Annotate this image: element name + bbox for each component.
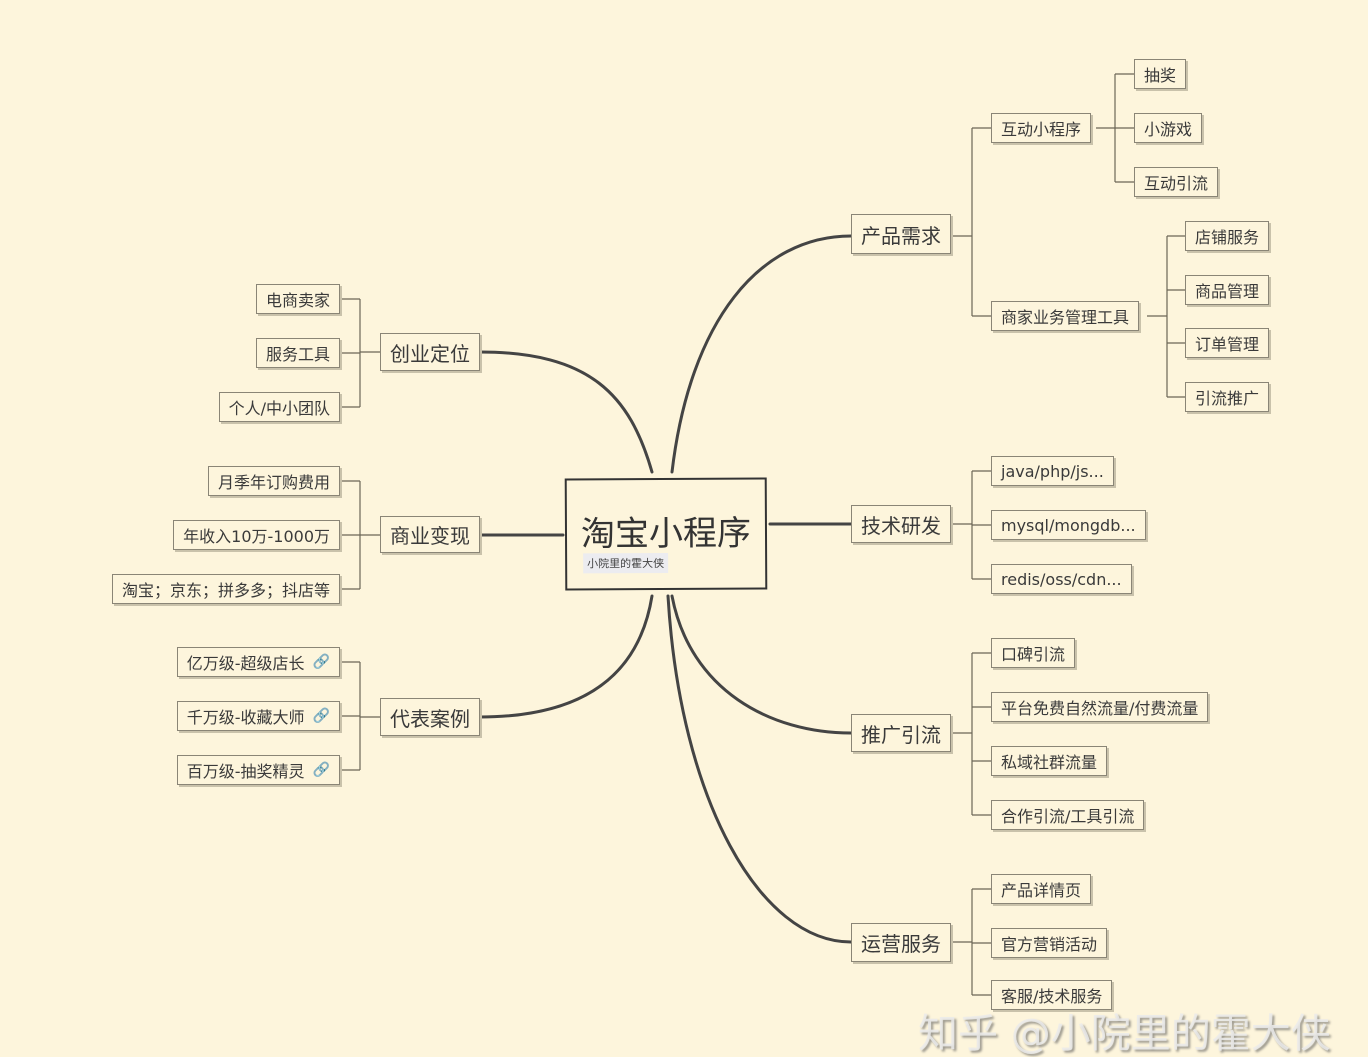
leaf-topic[interactable]: 官方营销活动 bbox=[991, 928, 1108, 958]
branch-product bbox=[670, 234, 853, 474]
leaf-topic[interactable]: 月季年订购费用 bbox=[207, 466, 340, 496]
leaf-topic[interactable]: java/php/js... bbox=[991, 456, 1114, 486]
branch-startup bbox=[478, 350, 654, 474]
topic-label: 商业变现 bbox=[390, 524, 470, 548]
branch-cases bbox=[478, 594, 654, 719]
leaf-label: 合作引流/工具引流 bbox=[1001, 807, 1135, 826]
leaf-label: 抽奖 bbox=[1144, 66, 1177, 85]
leaf-topic[interactable]: 商品管理 bbox=[1185, 275, 1270, 305]
leaf-topic-with-link[interactable]: 百万级-抽奖精灵 🔗 bbox=[176, 755, 340, 785]
topic-ops[interactable]: 运营服务 bbox=[851, 923, 951, 962]
leaf-topic[interactable]: 抽奖 bbox=[1134, 59, 1187, 89]
leaf-label: 平台免费自然流量/付费流量 bbox=[1001, 699, 1199, 718]
leaf-label: 互动引流 bbox=[1144, 174, 1209, 193]
leaf-label: 亿万级-超级店长 bbox=[186, 654, 305, 673]
leaf-label: 个人/中小团队 bbox=[228, 399, 330, 418]
leaf-topic[interactable]: 引流推广 bbox=[1185, 382, 1270, 412]
leaf-topic[interactable]: 服务工具 bbox=[255, 338, 340, 368]
leaf-label: 店铺服务 bbox=[1195, 228, 1260, 247]
leaf-topic[interactable]: 年收入10万-1000万 bbox=[173, 520, 340, 550]
link-icon[interactable]: 🔗 bbox=[312, 708, 330, 724]
leaf-label: 月季年订购费用 bbox=[217, 473, 330, 492]
leaf-label: 商品管理 bbox=[1195, 282, 1260, 301]
leaf-topic[interactable]: 淘宝；京东；拼多多；抖店等 bbox=[111, 574, 340, 604]
leaf-label: 电商卖家 bbox=[265, 291, 330, 310]
central-topic-title: 淘宝小程序 bbox=[580, 513, 752, 555]
topic-product[interactable]: 产品需求 bbox=[851, 214, 951, 254]
leaf-topic-with-link[interactable]: 千万级-收藏大师 🔗 bbox=[176, 701, 340, 731]
topic-startup[interactable]: 创业定位 bbox=[380, 333, 480, 371]
leaf-topic-with-link[interactable]: 亿万级-超级店长 🔗 bbox=[176, 647, 340, 677]
subtopic-interactive[interactable]: 互动小程序 bbox=[991, 113, 1092, 143]
topic-monetize[interactable]: 商业变现 bbox=[380, 516, 480, 553]
leaf-topic[interactable]: 客服/技术服务 bbox=[991, 980, 1113, 1010]
branch-ops bbox=[666, 594, 853, 944]
leaf-topic[interactable]: 店铺服务 bbox=[1185, 221, 1270, 251]
subtopic-merchant[interactable]: 商家业务管理工具 bbox=[991, 301, 1140, 331]
leaf-label: 年收入10万-1000万 bbox=[183, 527, 330, 546]
topic-promo[interactable]: 推广引流 bbox=[851, 714, 951, 752]
topic-label: 创业定位 bbox=[390, 341, 470, 366]
leaf-topic[interactable]: 互动引流 bbox=[1134, 167, 1219, 197]
topic-label: 运营服务 bbox=[861, 932, 941, 956]
subtopic-label: 互动小程序 bbox=[1001, 120, 1082, 139]
central-topic-label: 小院里的霍大侠 bbox=[583, 552, 669, 574]
leaf-label: 官方营销活动 bbox=[1001, 935, 1098, 954]
topic-label: 产品需求 bbox=[861, 223, 941, 248]
leaf-label: 客服/技术服务 bbox=[1001, 987, 1103, 1006]
leaf-topic[interactable]: 平台免费自然流量/付费流量 bbox=[991, 692, 1209, 722]
leaf-label: 引流推广 bbox=[1195, 389, 1260, 408]
topic-label: 技术研发 bbox=[861, 513, 941, 538]
leaf-label: 订单管理 bbox=[1195, 335, 1260, 354]
leaf-topic[interactable]: 订单管理 bbox=[1185, 328, 1270, 358]
leaf-label: redis/oss/cdn... bbox=[1001, 569, 1122, 589]
leaf-label: 私域社群流量 bbox=[1001, 753, 1098, 772]
leaf-label: 产品详情页 bbox=[1001, 881, 1082, 900]
link-icon[interactable]: 🔗 bbox=[312, 654, 330, 670]
leaf-topic[interactable]: 口碑引流 bbox=[991, 638, 1076, 668]
watermark: 知乎 @小院里的霍大侠 bbox=[918, 1011, 1331, 1057]
branch-promo bbox=[670, 594, 853, 735]
leaf-label: 小游戏 bbox=[1144, 120, 1193, 139]
central-topic[interactable]: 淘宝小程序 小院里的霍大侠 bbox=[564, 477, 768, 591]
subtopic-label: 商家业务管理工具 bbox=[1001, 308, 1130, 327]
leaf-topic[interactable]: 私域社群流量 bbox=[991, 746, 1108, 776]
topic-tech[interactable]: 技术研发 bbox=[851, 505, 951, 543]
leaf-label: 口碑引流 bbox=[1001, 645, 1066, 664]
leaf-label: 服务工具 bbox=[265, 345, 330, 364]
leaf-topic[interactable]: mysql/mongdb... bbox=[991, 510, 1146, 540]
leaf-label: 淘宝；京东；拼多多；抖店等 bbox=[121, 581, 330, 600]
leaf-topic[interactable]: redis/oss/cdn... bbox=[991, 564, 1132, 594]
leaf-topic[interactable]: 电商卖家 bbox=[255, 284, 340, 314]
leaf-label: mysql/mongdb... bbox=[1001, 515, 1136, 535]
topic-cases[interactable]: 代表案例 bbox=[380, 698, 480, 736]
leaf-label: java/php/js... bbox=[1001, 461, 1104, 481]
link-icon[interactable]: 🔗 bbox=[312, 762, 330, 778]
leaf-label: 千万级-收藏大师 bbox=[186, 708, 305, 727]
leaf-topic[interactable]: 产品详情页 bbox=[991, 874, 1092, 904]
leaf-topic[interactable]: 合作引流/工具引流 bbox=[991, 800, 1145, 830]
topic-label: 代表案例 bbox=[390, 706, 470, 731]
leaf-label: 百万级-抽奖精灵 bbox=[186, 762, 305, 781]
leaf-topic[interactable]: 个人/中小团队 bbox=[218, 392, 340, 422]
leaf-topic[interactable]: 小游戏 bbox=[1134, 113, 1203, 143]
topic-label: 推广引流 bbox=[861, 722, 941, 747]
